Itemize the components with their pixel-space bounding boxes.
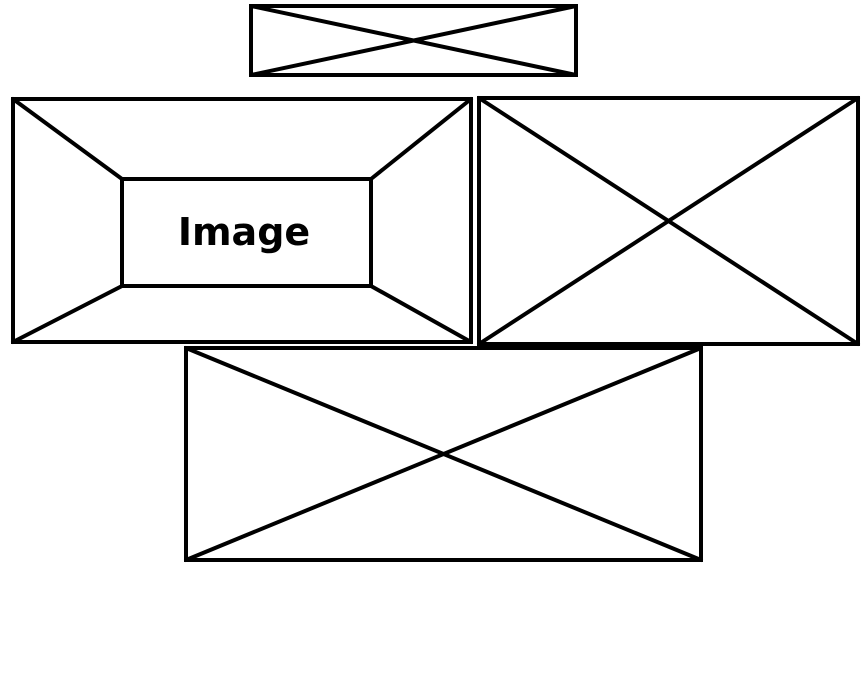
framed-image-placeholder: Image — [11, 97, 473, 344]
banner-image-placeholder — [249, 4, 578, 77]
image-label: Image — [178, 210, 310, 254]
right-image-placeholder — [477, 96, 860, 346]
bottom-image-placeholder — [184, 346, 703, 562]
